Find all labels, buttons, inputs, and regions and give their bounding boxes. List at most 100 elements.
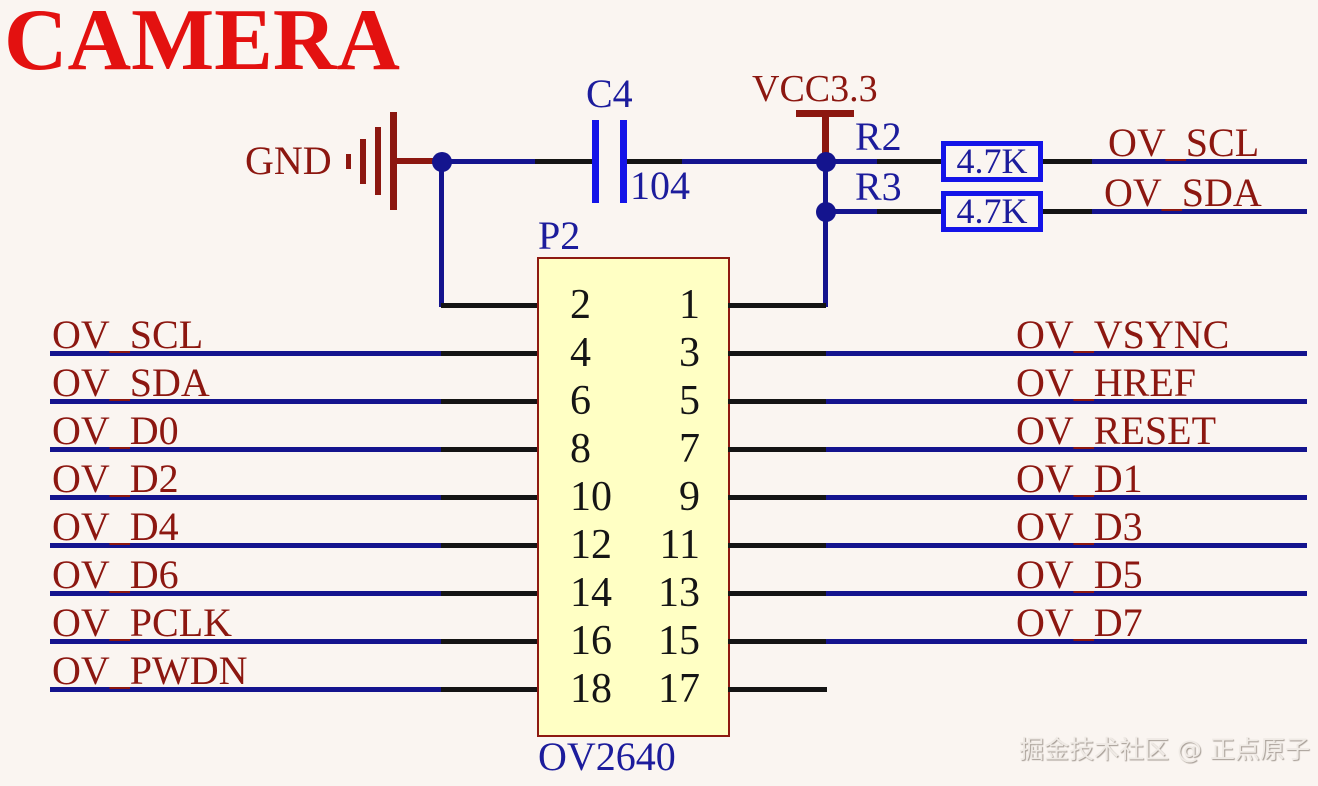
net-label-ov-d0: OV_D0 (52, 408, 179, 453)
pin-number-16: 16 (570, 618, 612, 664)
net-label-ov-scl-left: OV_SCL (52, 312, 204, 357)
pin11-stub (728, 543, 826, 548)
wire-ov-d2 (50, 495, 441, 500)
pin14-stub (441, 591, 537, 596)
wire-r2-left (825, 159, 877, 164)
capacitor-ref-label: C4 (586, 71, 633, 116)
wire-ov-d4 (50, 543, 441, 548)
pin7-stub (728, 447, 826, 452)
gnd-stub-wire (395, 158, 442, 164)
capacitor-value-label: 104 (630, 163, 690, 208)
net-label-ov-d3: OV_D3 (1016, 504, 1143, 549)
connector-ref-label: P2 (538, 213, 581, 258)
wire-r3-left (825, 209, 877, 214)
net-label-ov-reset: OV_RESET (1016, 408, 1216, 453)
wire-ov-pclk (50, 639, 441, 644)
resistor-r2-value: 4.7K (956, 140, 1028, 181)
r2-left-lead (877, 159, 941, 164)
pin15-stub (728, 639, 826, 644)
pin3-stub (728, 351, 826, 356)
cap-right-lead (626, 159, 682, 164)
pin-number-10: 10 (570, 474, 612, 520)
wire-ov-d7 (826, 639, 1307, 644)
wire-ov-sda-left (50, 399, 441, 404)
resistor-r3-value: 4.7K (956, 190, 1028, 231)
net-label-ov-d4: OV_D4 (52, 504, 179, 549)
wire-ov-pwdn (50, 687, 441, 692)
wire-ov-vsync (826, 351, 1307, 356)
junction-dot-gnd (432, 152, 452, 172)
pin-number-4: 4 (570, 330, 591, 376)
pin-number-11: 11 (659, 522, 700, 568)
r3-right-lead (1043, 209, 1092, 214)
wire-ov-d0 (50, 447, 441, 452)
gnd-label: GND (245, 138, 332, 183)
net-label-ov-scl-right: OV_SCL (1108, 120, 1260, 165)
pin8-stub (441, 447, 537, 452)
r2-right-lead (1043, 159, 1092, 164)
wire-ov-scl-left (50, 351, 441, 356)
r3-left-lead (877, 209, 941, 214)
gnd-symbol-bar-3 (375, 127, 381, 195)
wire-cap-to-vcc (682, 159, 825, 164)
pin-number-9: 9 (679, 474, 700, 520)
pin-number-2: 2 (570, 282, 591, 328)
pin-number-5: 5 (679, 378, 700, 424)
pin-number-7: 7 (679, 426, 700, 472)
connector-body (537, 257, 730, 737)
wire-r2-to-edge (1092, 159, 1307, 164)
wire-ov-d1 (826, 495, 1307, 500)
net-label-ov-sda-right: OV_SDA (1104, 170, 1262, 215)
page-title: CAMERA (4, 0, 400, 89)
pin-number-14: 14 (570, 570, 612, 616)
net-label-ov-d2: OV_D2 (52, 456, 179, 501)
pin-number-13: 13 (658, 570, 700, 616)
net-label-ov-d6: OV_D6 (52, 552, 179, 597)
pin10-stub (441, 495, 537, 500)
net-label-ov-pclk: OV_PCLK (52, 600, 233, 645)
pin13-stub (728, 591, 826, 596)
resistor-r3-ref-label: R3 (855, 164, 902, 209)
pin-number-3: 3 (679, 330, 700, 376)
connector-part-label: OV2640 (538, 734, 676, 779)
wire-gnd-to-cap (441, 159, 535, 164)
cap-left-lead (535, 159, 593, 164)
gnd-symbol-bar-4 (390, 112, 397, 210)
vcc-stub-wire (822, 117, 829, 163)
wire-vcc-down-to-pin1 (823, 161, 828, 307)
watermark-text: 掘金技术社区 @ 正点原子 (1019, 735, 1310, 764)
wire-ov-d3 (826, 543, 1307, 548)
resistor-r2-ref-label: R2 (855, 114, 902, 159)
capacitor-plate-right (620, 120, 627, 203)
pin-number-12: 12 (570, 522, 612, 568)
resistor-r2-body: 4.7K (941, 141, 1043, 182)
pin-number-1: 1 (679, 282, 700, 328)
wire-ov-reset (826, 447, 1307, 452)
pin5-stub (728, 399, 826, 404)
vcc-label: VCC3.3 (752, 68, 878, 110)
pin-number-17: 17 (658, 666, 700, 712)
net-label-ov-d5: OV_D5 (1016, 552, 1143, 597)
pin-number-18: 18 (570, 666, 612, 712)
pin12-stub (441, 543, 537, 548)
pin-number-15: 15 (658, 618, 700, 664)
pin4-stub (441, 351, 537, 356)
gnd-symbol-bar-2 (360, 139, 366, 184)
wire-ov-href (826, 399, 1307, 404)
gnd-symbol-bar-1 (346, 154, 351, 169)
pin16-stub (441, 639, 537, 644)
net-label-ov-d1: OV_D1 (1016, 456, 1143, 501)
pin6-stub (441, 399, 537, 404)
net-label-ov-pwdn: OV_PWDN (52, 648, 248, 693)
pin17-stub (728, 687, 827, 692)
net-label-ov-d7: OV_D7 (1016, 600, 1143, 645)
net-label-ov-sda-left: OV_SDA (52, 360, 210, 405)
pin18-stub (441, 687, 537, 692)
net-label-ov-vsync: OV_VSYNC (1016, 312, 1230, 357)
wire-r3-to-edge (1092, 209, 1307, 214)
pin-number-6: 6 (570, 378, 591, 424)
wire-gnd-down-to-pin2 (439, 161, 444, 307)
pin9-stub (728, 495, 826, 500)
resistor-r3-body: 4.7K (941, 191, 1043, 232)
